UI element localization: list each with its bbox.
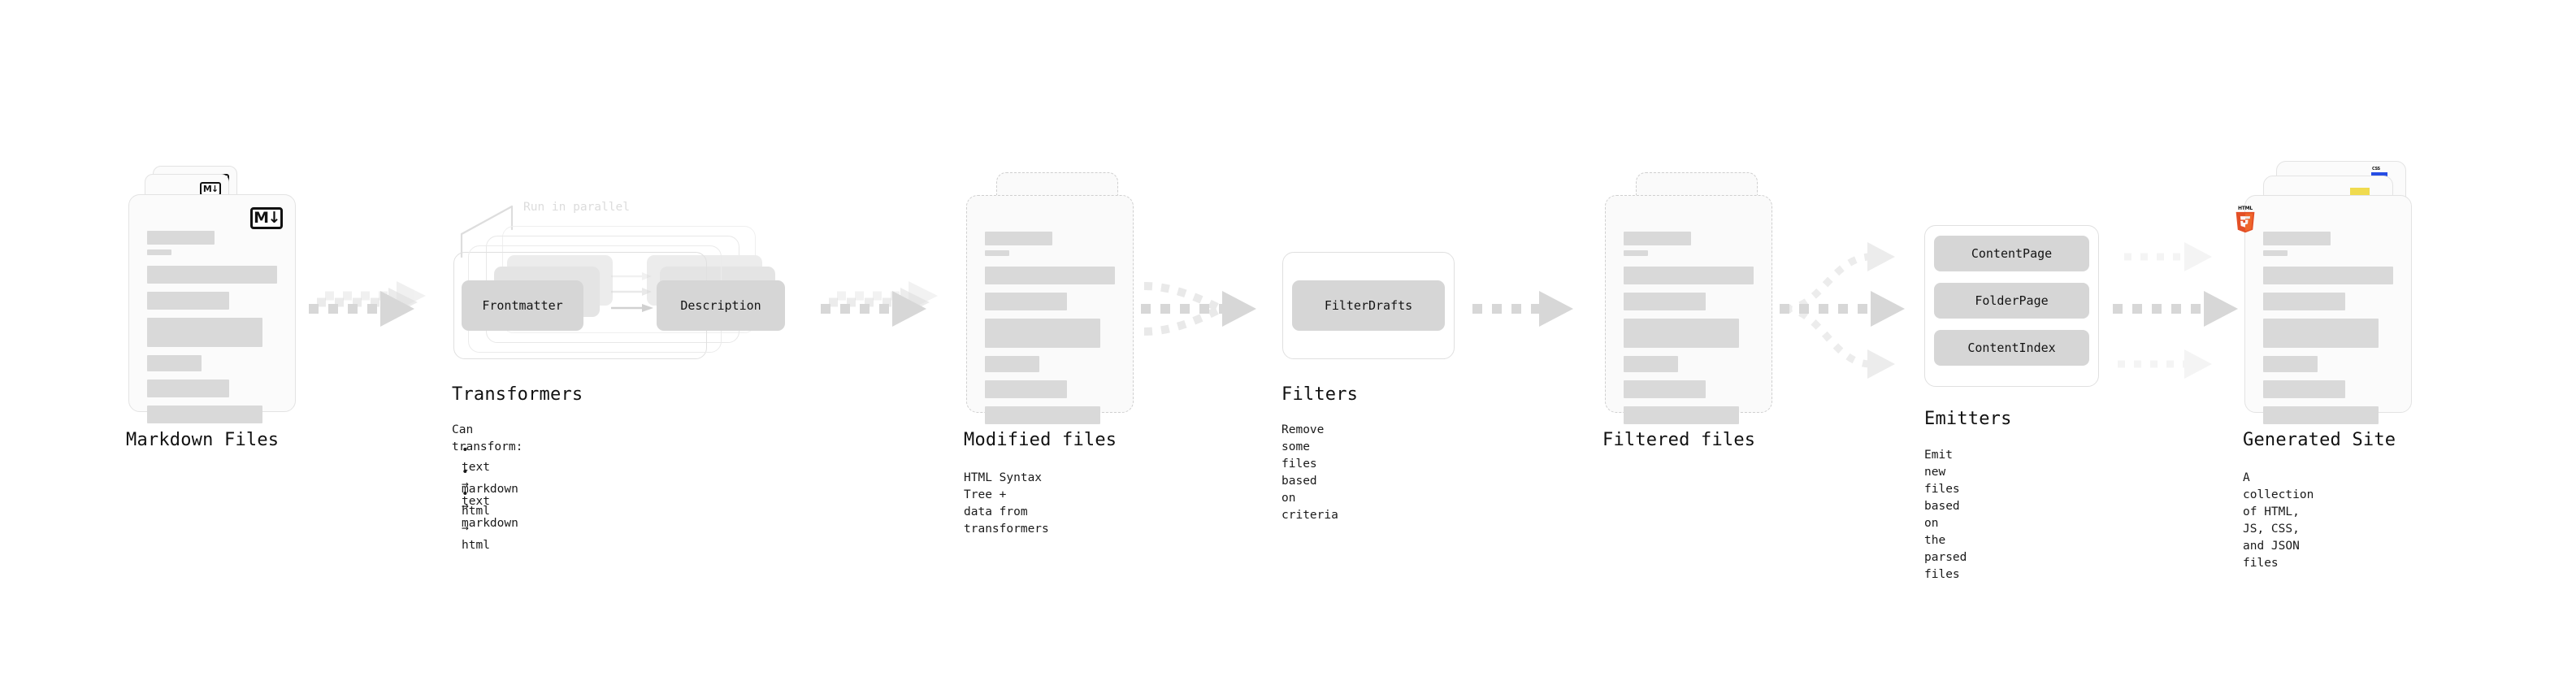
emitters-pill-contentindex[interactable]: ContentIndex xyxy=(1934,330,2089,366)
stage-heading-filters: Filters xyxy=(1281,384,1359,405)
generated-card-content xyxy=(2263,232,2393,424)
content-line xyxy=(1624,267,1754,284)
content-line xyxy=(147,406,263,423)
stage-description-generated-site: A collection of HTML, JS, CSS, and JSON … xyxy=(2243,471,2314,570)
css-icon: CSS xyxy=(2371,167,2387,176)
filtered-card-front[interactable] xyxy=(1605,195,1772,424)
stage-heading-filtered-files: Filtered files xyxy=(1602,430,1756,450)
content-line xyxy=(2263,406,2379,424)
content-line xyxy=(2263,267,2393,284)
transformer-bullet-3: • html → html xyxy=(462,488,490,553)
transformer-pill-description[interactable]: Description xyxy=(657,280,785,331)
content-line xyxy=(985,250,1010,256)
transformer-pill-label: Frontmatter xyxy=(482,298,563,313)
content-line xyxy=(985,380,1067,398)
content-line xyxy=(2263,356,2318,372)
stage-heading-emitters: Emitters xyxy=(1924,409,2012,429)
content-line xyxy=(1624,232,1692,245)
html5-icon: HTML xyxy=(2234,206,2257,233)
filtered-card-content xyxy=(1624,232,1754,424)
emitters-pill-contentpage[interactable]: ContentPage xyxy=(1934,236,2089,271)
arrow-split-svg xyxy=(1780,242,1905,379)
arrow-stack-svg xyxy=(821,281,938,327)
arrow-stack-svg xyxy=(309,281,426,327)
transformer-bullet-2: • markdown → markdown xyxy=(462,466,518,531)
arrow-merge3-svg xyxy=(2113,242,2238,379)
emitters-group-box xyxy=(1924,225,2099,387)
content-line xyxy=(985,356,1040,372)
transformer-inner-arrows xyxy=(611,272,653,312)
transformer-bullet-1: • text → text xyxy=(462,444,490,509)
arrow-svg xyxy=(1472,291,1573,327)
transformer-pill-label: Description xyxy=(680,298,761,313)
content-line xyxy=(147,266,277,284)
content-line xyxy=(1624,406,1740,424)
html5-shield xyxy=(2236,211,2255,233)
arrow-merge-svg xyxy=(1141,282,1256,336)
run-in-parallel-bracket xyxy=(460,205,514,258)
emitters-pill-folderpage[interactable]: FolderPage xyxy=(1934,283,2089,319)
stage-description-transformers: Can transform: xyxy=(452,423,523,454)
content-line xyxy=(1624,319,1740,348)
content-line xyxy=(985,406,1101,424)
content-line xyxy=(2263,250,2288,256)
content-line xyxy=(2263,319,2379,348)
content-line xyxy=(147,231,215,245)
conn-transformers-to-modified xyxy=(821,268,967,349)
modified-card-front[interactable] xyxy=(966,195,1134,424)
filters-pill-label: FilterDrafts xyxy=(1324,298,1413,313)
markdown-icon-glyph: M↓ xyxy=(202,184,219,194)
stage-description-modified-files: HTML Syntax Tree + data from transformer… xyxy=(964,471,1049,536)
markdown-icon-glyph: M↓ xyxy=(254,209,280,227)
content-line xyxy=(1624,250,1649,256)
content-line xyxy=(1624,293,1706,310)
stage-heading-transformers: Transformers xyxy=(452,384,583,405)
stage-heading-modified-files: Modified files xyxy=(964,430,1117,450)
filters-pill-filterdrafts[interactable]: FilterDrafts xyxy=(1292,280,1445,331)
emitters-pill-label: ContentPage xyxy=(1971,246,2053,261)
css-icon-label: CSS xyxy=(2372,167,2380,171)
generated-card-front[interactable]: HTML xyxy=(2236,195,2412,424)
content-line xyxy=(985,319,1101,348)
content-line xyxy=(985,267,1115,284)
markdown-card-front[interactable]: M↓ xyxy=(128,194,296,423)
conn-filters-to-filtered xyxy=(1472,268,1602,349)
content-line xyxy=(1624,380,1706,398)
content-line xyxy=(147,355,202,371)
conn-filtered-to-emitters xyxy=(1780,236,1942,390)
content-line xyxy=(147,318,263,347)
transformer-pill-frontmatter[interactable]: Frontmatter xyxy=(462,280,583,331)
content-line xyxy=(147,292,229,310)
emitters-pill-label: ContentIndex xyxy=(1967,340,2056,355)
emitters-pill-label: FolderPage xyxy=(1975,293,2049,308)
filters-group-box xyxy=(1282,252,1455,359)
css-icon-bar: CSS xyxy=(2371,167,2387,176)
content-line xyxy=(2263,293,2345,310)
stage-description-emitters: Emit new files based on the parsed files xyxy=(1924,449,1967,582)
content-line xyxy=(1624,356,1679,372)
markdown-icon: M↓ xyxy=(250,207,283,229)
content-line xyxy=(2263,380,2345,398)
content-line xyxy=(2263,232,2331,245)
run-in-parallel-label: Run in parallel xyxy=(523,201,630,214)
content-line xyxy=(147,249,172,255)
content-line xyxy=(147,380,229,397)
html5-icon-label: HTML xyxy=(2237,206,2253,211)
stage-heading-markdown-files: Markdown Files xyxy=(126,430,280,450)
content-line xyxy=(985,232,1053,245)
modified-card-content xyxy=(985,232,1115,424)
markdown-card-content xyxy=(147,231,277,423)
stage-heading-generated-site: Generated Site xyxy=(2243,430,2396,450)
content-line xyxy=(985,293,1067,310)
conn-md-to-transformers xyxy=(309,268,455,349)
conn-emitters-to-site xyxy=(2113,236,2275,390)
conn-modified-to-filters xyxy=(1138,268,1292,358)
stage-description-filters: Remove some files based on criteria xyxy=(1281,423,1338,523)
